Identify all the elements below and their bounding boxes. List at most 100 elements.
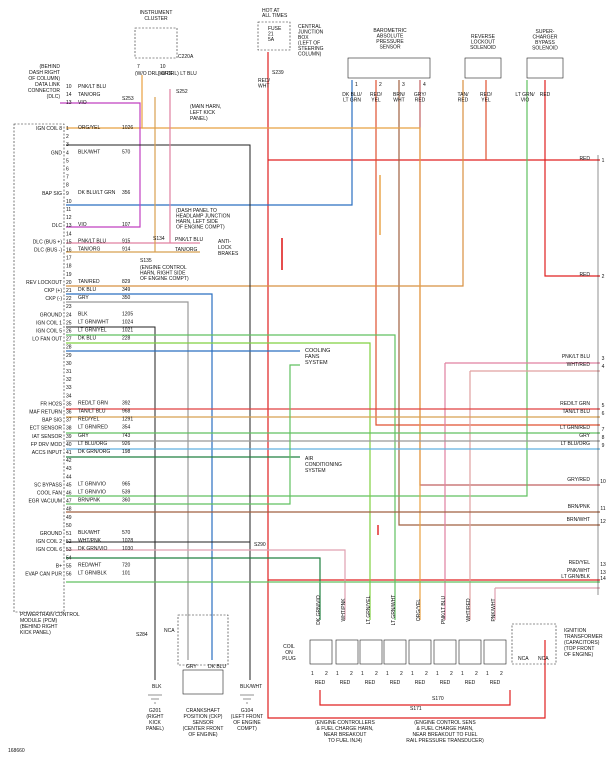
bap-wire: RED/ <box>370 92 383 98</box>
hot-at-all-times: HOT AT <box>262 8 280 14</box>
pcm-pin-number: 4 <box>66 150 69 156</box>
pcm-circuit-number: 360 <box>122 498 131 504</box>
pcm-pin-function: BAP SIG <box>42 418 62 424</box>
right-connector-number: 1 <box>602 158 605 164</box>
pcm-pin-number: 18 <box>66 264 72 270</box>
bap-pin: 1 <box>355 82 358 88</box>
bap-wire: YEL <box>371 98 381 104</box>
pcm-wire-color: DK GRN/VIO <box>78 546 108 552</box>
cooling-fans-title: FANS <box>305 354 320 360</box>
junction-box-title: JUNCTION <box>298 30 324 36</box>
coil-bottom-wire: RED <box>415 680 426 686</box>
right-connector-number: 12 <box>600 519 606 525</box>
wire-blk-gnd <box>66 326 156 680</box>
bottom-note-right: RAIL PRESSURE TRANSDUCER) <box>406 738 484 744</box>
splice-s170: S170 <box>432 696 444 702</box>
supercharger-title: BYPASS <box>535 40 555 46</box>
pcm-circuit-number: 101 <box>122 571 131 577</box>
pcm-pin-number: 50 <box>66 523 72 529</box>
pcm-title: POWERTRAIN CONTROL <box>20 612 80 618</box>
right-connector-number: 10 <box>600 479 606 485</box>
wire-lt-grn-vio-sc <box>66 80 528 497</box>
coil-pin: 2 <box>375 671 378 677</box>
bap-sensor-title: PRESSURE <box>376 39 404 45</box>
g104-wire: BLK/WHT <box>240 684 262 690</box>
right-wire-color: TAN/LT BLU <box>562 409 590 415</box>
pcm-pin-number: 24 <box>66 312 72 318</box>
right-wire-color: WHT/RED <box>567 362 591 368</box>
pcm-pin-number: 5 <box>66 158 69 164</box>
hot-at-all-times: ALL TIMES <box>262 13 288 19</box>
anti-lock-wire: PNK/LT BLU <box>175 237 204 243</box>
wire-dk-grn-vio <box>66 557 321 620</box>
g201-title: PANEL) <box>146 726 164 732</box>
wire-orange-coil8-b <box>142 127 421 620</box>
pcm-pin-number: 53 <box>66 547 72 553</box>
pcm-circuit-number: 926 <box>122 441 131 447</box>
fuse-label: FUSE <box>268 26 282 32</box>
pcm-pin-number: 32 <box>66 377 72 383</box>
right-wire-color: BRN/WHT <box>567 517 590 523</box>
coil-pin: 1 <box>461 671 464 677</box>
pcm-pin-function: DLC <box>52 223 62 229</box>
bap-pin: 4 <box>423 82 426 88</box>
reverse-lockout-box <box>464 57 502 79</box>
coil-bottom-wire: RED <box>440 680 451 686</box>
anti-lock-wire: TAN/ORG <box>175 247 198 253</box>
junction-wire: RED/ <box>258 78 271 84</box>
splice-s171: S171 <box>410 706 422 712</box>
coil-on-plug-label: PLUG <box>282 656 296 662</box>
right-connector-number: 13 <box>600 570 606 576</box>
right-connector-number: 9 <box>602 443 605 449</box>
pcm-wire-color: DK BLU <box>78 336 96 342</box>
splice-s134: S134 <box>153 236 165 242</box>
right-connector-number: 13 <box>600 562 606 568</box>
coil-pin: 1 <box>336 671 339 677</box>
pcm-pin-number: 1 <box>66 126 69 132</box>
instrument-cluster-connector: C220A <box>178 54 194 60</box>
cluster-wire: (W/O DRL) ORG <box>135 71 173 77</box>
pcm-pin-function: B+ <box>56 563 62 569</box>
pcm-circuit-number: 1030 <box>122 546 133 552</box>
right-wire-color: RED/YEL <box>569 560 591 566</box>
dlc-harness-note: LEFT KICK <box>190 110 216 116</box>
pcm-pin-number: 13 <box>66 223 72 229</box>
bap-wire: LT GRN <box>343 98 361 104</box>
right-wire-color: LT BLU/ORG <box>561 441 590 447</box>
air-conditioning-title: CONDITIONING <box>305 462 342 468</box>
reverse-lockout-wire: RED/ <box>480 92 493 98</box>
pcm-wire-color: DK GRN/ORG <box>78 449 110 455</box>
dash-panel-note: OF ENGINE COMPT) <box>176 225 225 231</box>
wire-violet-dlc <box>60 102 141 228</box>
reverse-lockout-wire: RED <box>458 98 469 104</box>
ignition-transformer-box <box>511 623 557 665</box>
wire-brn-wht <box>398 80 600 526</box>
bottom-note-left: & FUEL CHARGE HARN, <box>316 726 373 732</box>
pcm-pin-number: 30 <box>66 361 72 367</box>
coil-pin: 2 <box>500 671 503 677</box>
ignition-transformer-title: TRANSFORMER <box>564 634 603 640</box>
g104-title: OF ENGINE <box>233 720 261 726</box>
pcm-pin-number: 40 <box>66 442 72 448</box>
dlc-title: DASH RIGHT <box>29 70 60 76</box>
s135-note: (ENGINE CONTROL <box>140 265 187 271</box>
dlc-harness-note: (MAIN HARN, <box>190 104 221 110</box>
bottom-note-right: NEAR BREAKOUT TO FUEL <box>412 732 477 738</box>
bap-sensor-title: BAROMETRIC <box>373 28 407 34</box>
pcm-pin-function: CKP (+) <box>44 288 62 294</box>
pcm-pin-number: 56 <box>66 572 72 578</box>
coil-pin: 1 <box>411 671 414 677</box>
pcm-pin-function: IAT SENSOR <box>32 434 62 440</box>
pcm-pin-number: 29 <box>66 353 72 359</box>
pcm-pin-number: 15 <box>66 239 72 245</box>
wire-lt-grn-yel <box>66 342 371 620</box>
pcm-circuit-number: 107 <box>122 222 131 228</box>
pcm-circuit-number: 349 <box>122 287 131 293</box>
pcm-pin-number: 34 <box>66 393 72 399</box>
coil-pin: 1 <box>386 671 389 677</box>
pcm-pin-number: 6 <box>66 167 69 173</box>
ignition-transformer-title: (CAPACITORS) <box>564 640 600 646</box>
dlc-title: (BEHIND <box>39 64 60 70</box>
